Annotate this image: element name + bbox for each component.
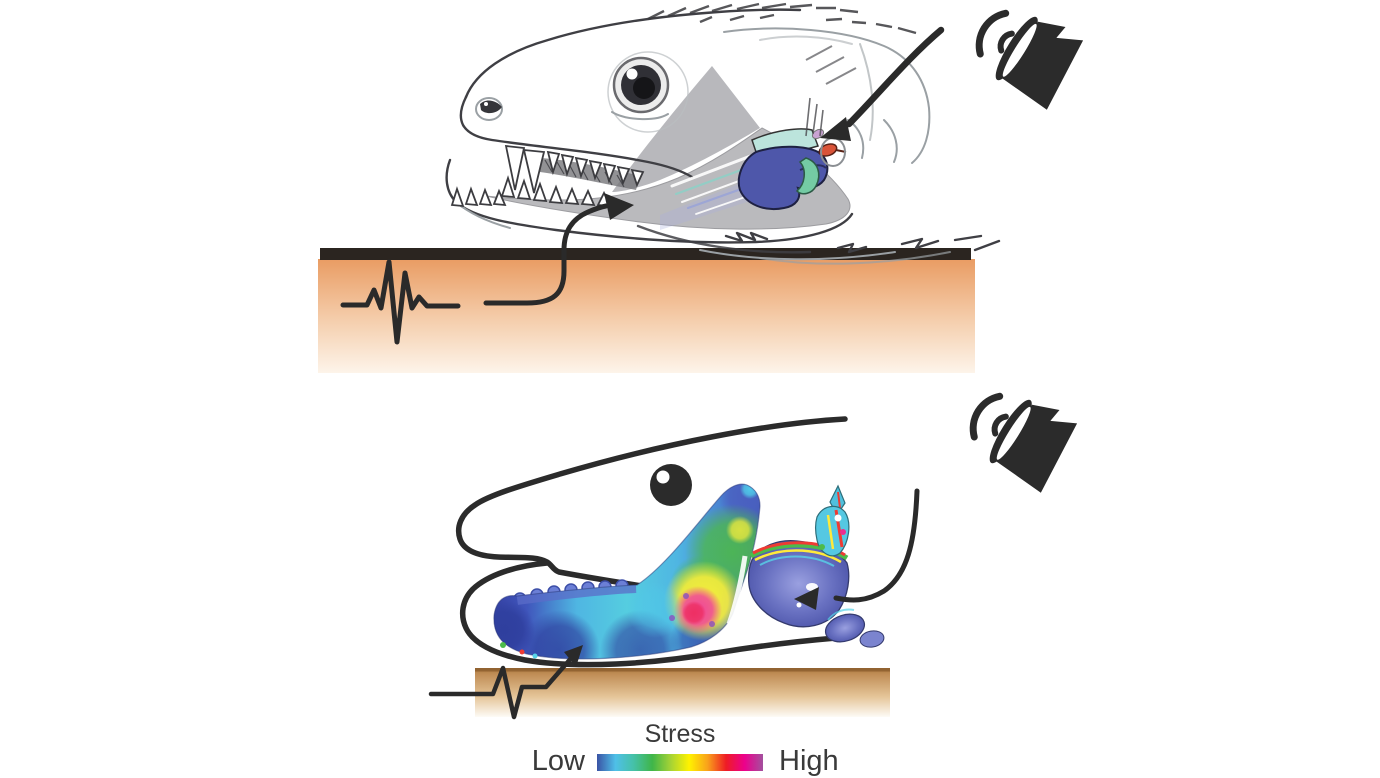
crest-hatching (647, 2, 917, 35)
eye-sketch (611, 56, 670, 120)
skull-sketch (445, 2, 1001, 265)
nostril-sketch (475, 97, 503, 121)
speaker-to-quadrate-arrow (794, 488, 920, 610)
top-panel (318, 0, 1089, 373)
ear-structures (737, 97, 847, 210)
ear-hook-green (795, 157, 820, 195)
temporal-hatching (805, 45, 857, 85)
stress-legend-low-label: Low (531, 745, 585, 777)
bottom-panel (428, 374, 1084, 720)
eye (650, 464, 692, 506)
head-outline (455, 416, 848, 668)
seismic-waveform-bottom (428, 645, 583, 720)
quadrate-process (814, 484, 850, 557)
speaker-icon (965, 0, 1090, 111)
adductor-shading (612, 66, 760, 192)
stress-legend-title: Stress (644, 720, 716, 748)
ground-to-jaw-arrow (483, 193, 634, 306)
seismic-waveform-top (340, 259, 461, 345)
stapes-red (818, 143, 838, 157)
fea-quadrate (726, 484, 885, 648)
teeth-sketch (450, 144, 645, 208)
speaker-icon-bottom (959, 374, 1084, 494)
bottom-ground (475, 668, 890, 717)
top-ground (318, 248, 975, 373)
stress-legend-high-label: High (779, 745, 839, 777)
neck-sketch (636, 224, 1001, 265)
airborne-sound-arrow (820, 26, 945, 141)
stress-gradient-bar (597, 754, 763, 771)
